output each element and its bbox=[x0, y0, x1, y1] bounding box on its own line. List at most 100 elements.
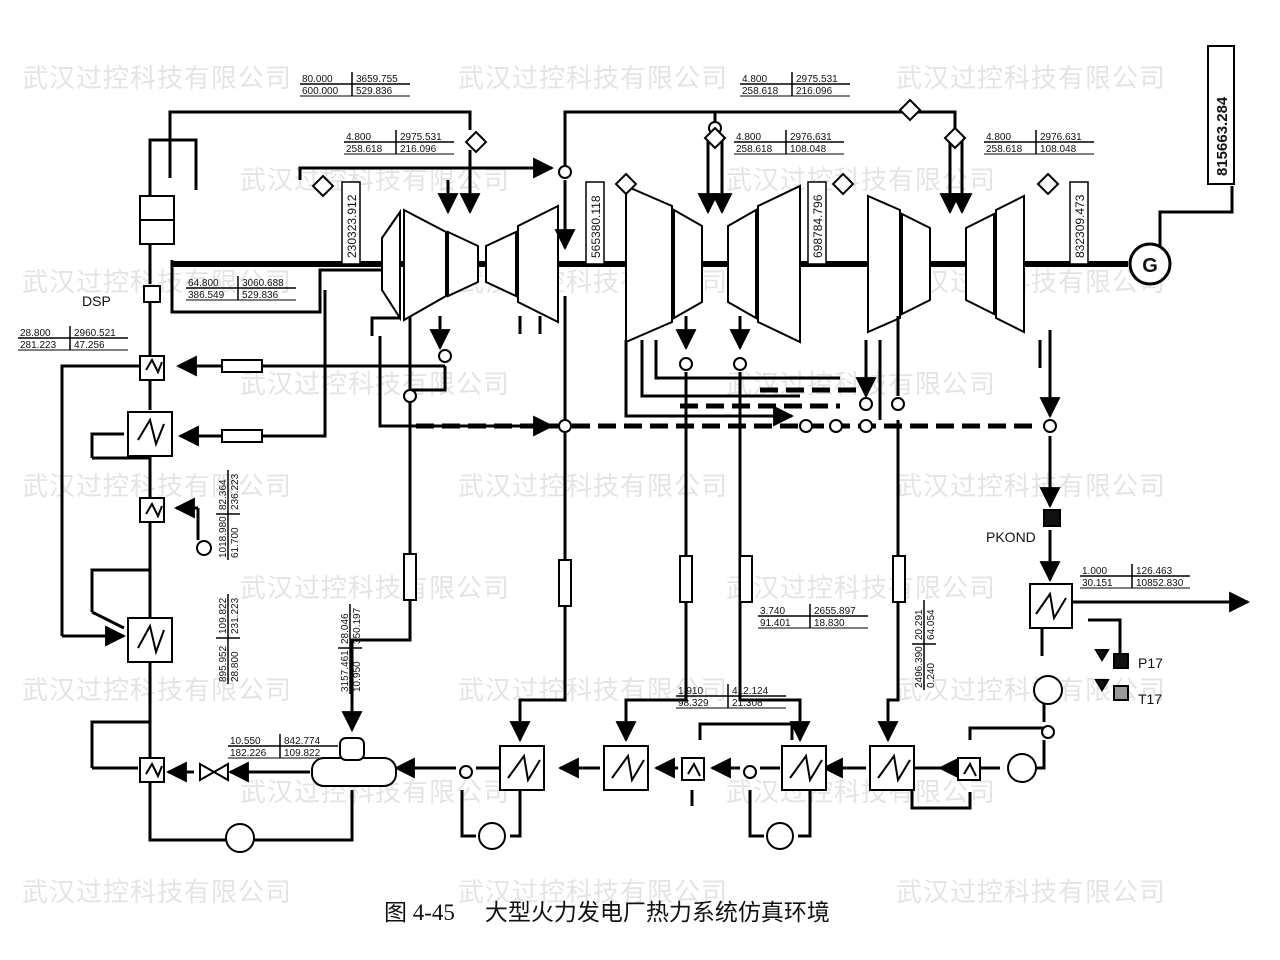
valve-lp2 bbox=[1036, 172, 1060, 196]
stream-value: 2976.631 bbox=[790, 132, 832, 143]
stream-value: 3157.461 bbox=[340, 650, 351, 692]
p17-label: P17 bbox=[1138, 655, 1163, 671]
watermark-text: 武汉过控科技有限公司 bbox=[22, 676, 293, 706]
stream-value: 4.800 bbox=[346, 132, 371, 143]
deaerator-tank bbox=[311, 757, 397, 787]
turbine-power-3: 698784.796 bbox=[811, 194, 825, 258]
watermark-text: 武汉过控科技有限公司 bbox=[896, 472, 1167, 502]
dsp-label: DSP bbox=[82, 293, 111, 309]
watermark-text: 武汉过控科技有限公司 bbox=[726, 778, 997, 808]
stream-value: 10.550 bbox=[230, 736, 261, 747]
stream-value: 3.740 bbox=[760, 606, 785, 617]
watermark-text: 武汉过控科技有限公司 bbox=[22, 878, 293, 908]
stream-value: 258.618 bbox=[742, 86, 779, 97]
stream-value: 3060.688 bbox=[242, 278, 284, 289]
stream-value: 47.256 bbox=[74, 340, 105, 351]
stream-value: 350.197 bbox=[352, 607, 363, 644]
stream-value: 10852.830 bbox=[1136, 578, 1184, 589]
watermark-text: 武汉过控科技有限公司 bbox=[458, 64, 729, 94]
drain-pump-2 bbox=[766, 822, 794, 850]
lp2-turbine-blades-4 bbox=[995, 194, 1025, 334]
t17-sensor bbox=[1113, 685, 1129, 701]
lp-heater-4 bbox=[869, 745, 915, 791]
watermark-text: 武汉过控科技有限公司 bbox=[22, 64, 293, 94]
stream-value: 3659.755 bbox=[356, 74, 398, 85]
throttle-valve-b bbox=[211, 762, 229, 782]
stream-value: 895.952 bbox=[218, 645, 229, 682]
feedwater-heaters bbox=[311, 583, 1073, 791]
stream-value: 216.096 bbox=[400, 144, 437, 155]
stream-value: 2975.531 bbox=[796, 74, 838, 85]
watermark-text: 武汉过控科技有限公司 bbox=[896, 878, 1167, 908]
stream-value: 216.096 bbox=[796, 86, 833, 97]
valves bbox=[199, 98, 1060, 782]
drain-cooler-2 bbox=[957, 757, 981, 781]
stream-value: 4.800 bbox=[742, 74, 767, 85]
watermark-text: 武汉过控科技有限公司 bbox=[240, 574, 511, 604]
generator-power-value: 815663.284 bbox=[1214, 96, 1231, 176]
drain-pump-1 bbox=[478, 822, 506, 850]
generator-symbol bbox=[1128, 242, 1172, 286]
stream-value: 2496.390 bbox=[914, 646, 925, 688]
lp1-turbine-blades-2 bbox=[673, 208, 703, 320]
stream-value: 258.618 bbox=[736, 144, 773, 155]
drain-cooler-1 bbox=[681, 757, 705, 781]
turbine-power-1: 230323.912 bbox=[345, 194, 359, 258]
lp1-turbine-blades-1 bbox=[625, 184, 673, 344]
feedwater-pump bbox=[225, 823, 255, 853]
stream-value: 108.048 bbox=[790, 144, 827, 155]
stream-value: 236.223 bbox=[230, 473, 241, 510]
valve-lp1-inlet bbox=[703, 126, 727, 150]
stream-value: 98.329 bbox=[678, 698, 709, 709]
watermark-text: 武汉过控科技有限公司 bbox=[240, 370, 511, 400]
cooling-pump bbox=[1033, 675, 1063, 705]
figure-caption: 图 4-45 大型火力发电厂热力系统仿真环境 bbox=[384, 893, 924, 927]
stream-value: 109.822 bbox=[218, 597, 229, 634]
condensate-pump bbox=[1007, 753, 1037, 783]
figure-title: 大型火力发电厂热力系统仿真环境 bbox=[484, 900, 830, 925]
lp1-turbine-blades-3 bbox=[727, 208, 757, 320]
t17-label: T17 bbox=[1138, 691, 1162, 707]
watermark-text: 武汉过控科技有限公司 bbox=[896, 64, 1167, 94]
watermark-text: 武汉过控科技有限公司 bbox=[458, 878, 729, 908]
valve-lp-split bbox=[898, 98, 922, 122]
stream-value: 529.836 bbox=[242, 290, 279, 301]
stream-value: 182.226 bbox=[230, 748, 267, 759]
stream-value: 529.836 bbox=[356, 86, 393, 97]
generator: G 815663.284 bbox=[1128, 45, 1235, 286]
stream-value: 1.000 bbox=[1082, 566, 1107, 577]
sensors bbox=[1043, 509, 1129, 701]
watermark-text: 武汉过控科技有限公司 bbox=[726, 574, 997, 604]
turbine-casings bbox=[381, 184, 1025, 344]
hp-turbine-blades-1 bbox=[403, 208, 447, 322]
stream-value: 109.822 bbox=[284, 748, 321, 759]
turbine-power-readouts: 230323.912 565380.118 698784.796 832309.… bbox=[341, 181, 1089, 265]
stream-value-table: 4.800 2975.531 258.618 216.096 bbox=[740, 72, 850, 97]
figure-number: 图 4-45 bbox=[384, 900, 455, 925]
stream-value: 64.054 bbox=[926, 609, 937, 640]
turbine-power-4: 832309.473 bbox=[1073, 194, 1087, 258]
lp-heater-3 bbox=[781, 745, 827, 791]
stream-value: 108.048 bbox=[1040, 144, 1077, 155]
valve-ip bbox=[614, 172, 638, 196]
valve-hp bbox=[311, 174, 335, 198]
lp2-turbine-blades-3 bbox=[965, 212, 995, 316]
stream-value: 30.151 bbox=[1082, 578, 1113, 589]
watermark-text: 武汉过控科技有限公司 bbox=[240, 166, 511, 196]
